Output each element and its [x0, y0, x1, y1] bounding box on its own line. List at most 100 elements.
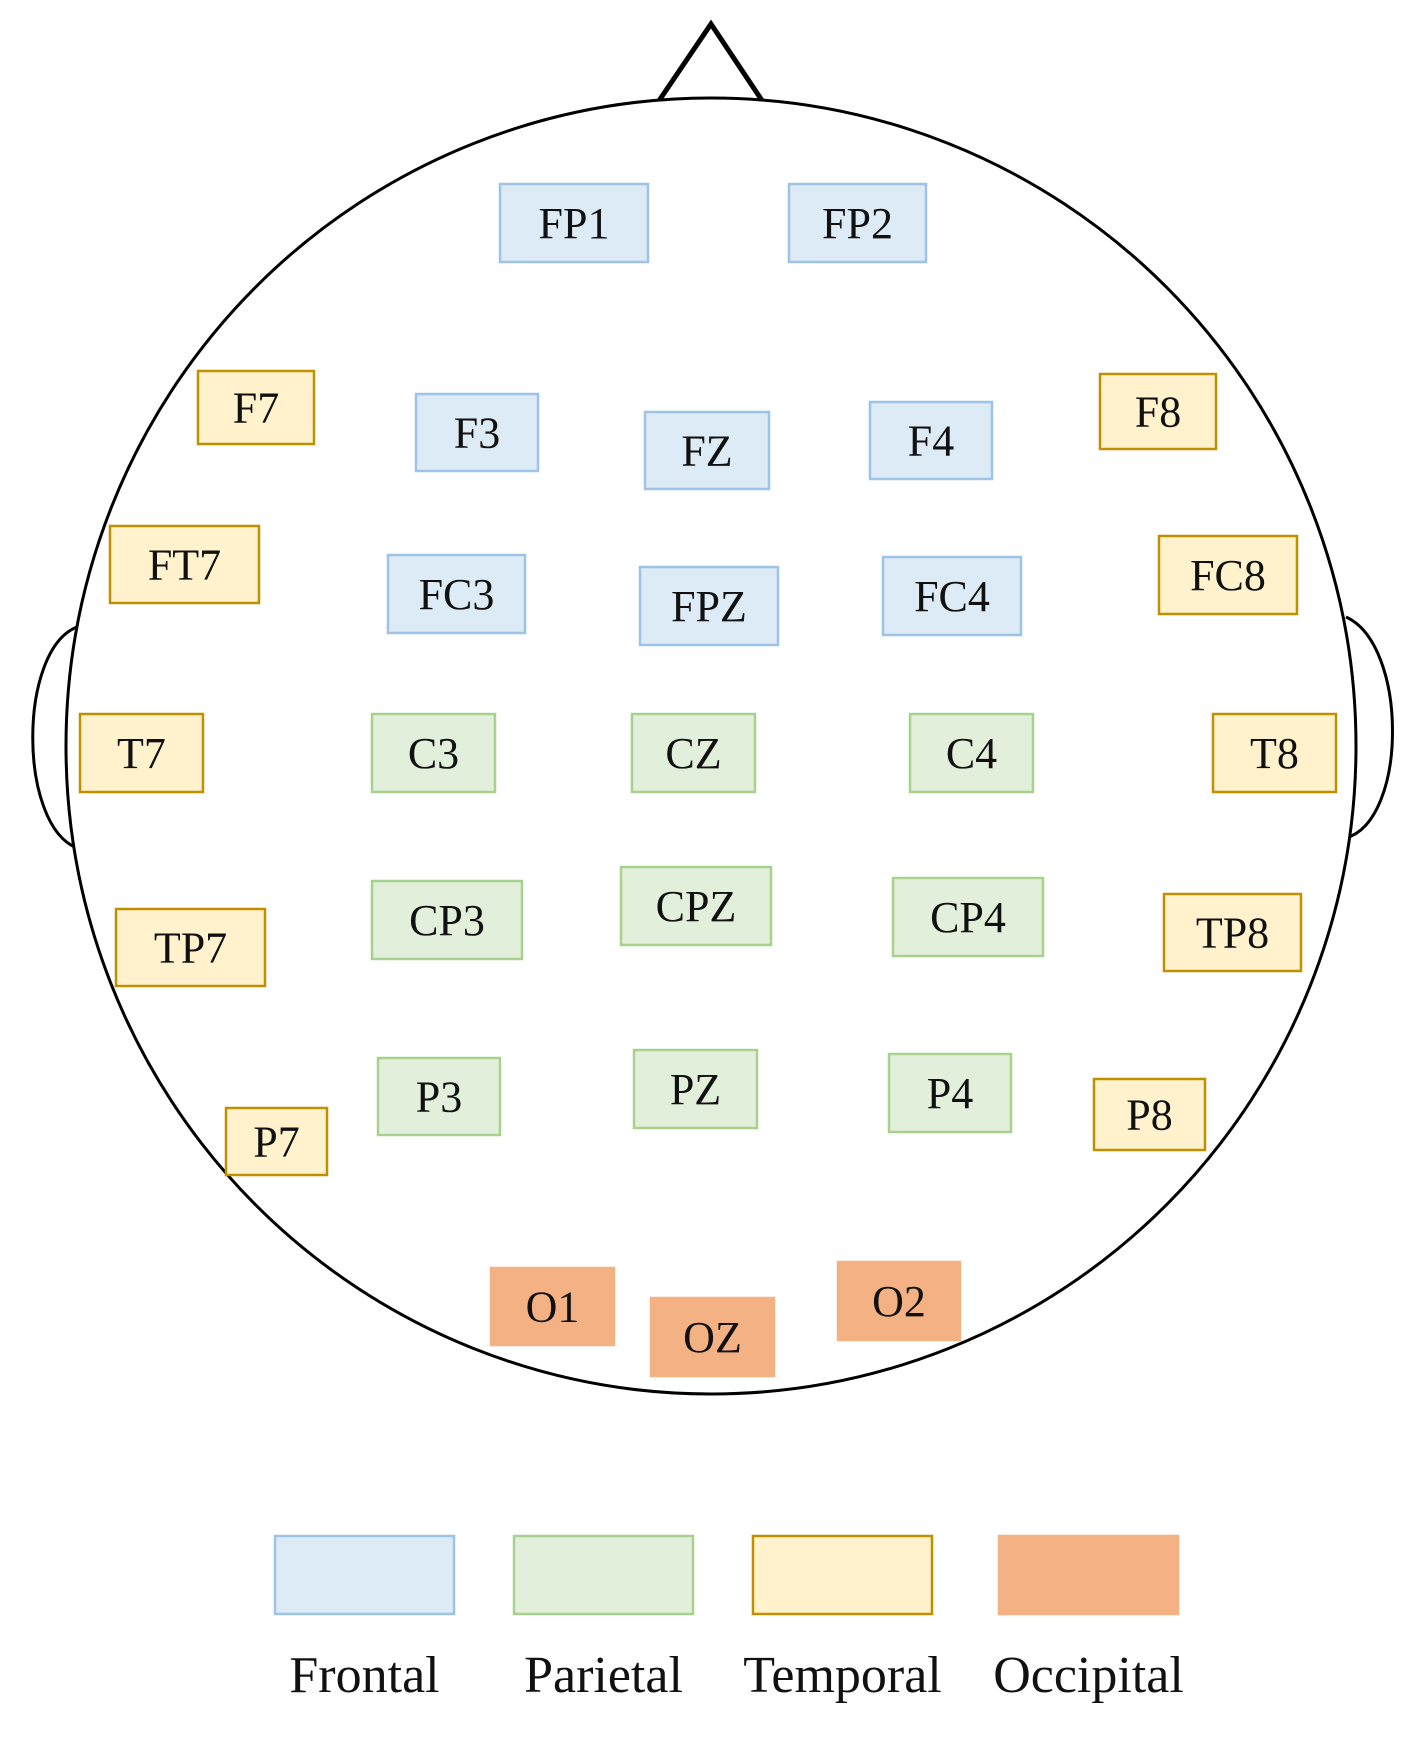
left-ear [31, 625, 78, 850]
electrode-label: FP2 [822, 199, 893, 248]
electrode-fpz: FPZ [638, 565, 780, 647]
electrode-fz: FZ [643, 410, 771, 491]
electrode-box [630, 712, 757, 794]
legend-swatch [512, 1534, 695, 1616]
electrode-label: F8 [1135, 388, 1181, 437]
legend-label: Temporal [743, 1647, 942, 1704]
legend-item-temporal: Temporal [743, 1534, 942, 1704]
electrode-t8: T8 [1211, 712, 1338, 794]
electrode-box [619, 865, 773, 947]
legend-label: Occipital [993, 1647, 1184, 1704]
electrode-label: P3 [416, 1073, 462, 1122]
electrode-box [1098, 372, 1218, 451]
electrode-box [908, 712, 1035, 794]
electrode-box [114, 907, 267, 988]
electrode-box [1162, 892, 1303, 973]
electrode-label: FT7 [148, 541, 221, 590]
electrode-label: PZ [670, 1065, 721, 1114]
legend-item-occipital: Occipital [993, 1534, 1184, 1704]
electrode-label: FP1 [539, 199, 610, 248]
electrode-box [638, 565, 780, 647]
electrode-p7: P7 [224, 1106, 329, 1177]
legend-label: Frontal [289, 1647, 439, 1704]
electrode-box [196, 369, 316, 446]
electrode-box [386, 553, 527, 635]
legend-item-parietal: Parietal [512, 1534, 695, 1704]
legend-swatch [997, 1534, 1180, 1616]
electrode-label: CZ [665, 729, 721, 778]
electrode-box [643, 410, 771, 491]
electrode-cz: CZ [630, 712, 757, 794]
electrode-cp4: CP4 [891, 876, 1045, 958]
electrode-box [891, 876, 1045, 958]
electrode-label: P8 [1126, 1091, 1172, 1140]
electrode-box [370, 879, 524, 961]
electrode-oz: OZ [649, 1296, 776, 1378]
electrode-label: FPZ [671, 582, 747, 631]
electrode-cpz: CPZ [619, 865, 773, 947]
electrode-label: FC4 [914, 572, 990, 621]
electrode-p4: P4 [887, 1052, 1013, 1134]
electrode-label: P4 [927, 1069, 973, 1118]
electrode-t7: T7 [78, 712, 205, 794]
electrode-box [868, 400, 994, 481]
electrode-box [414, 392, 540, 473]
electrode-label: F4 [908, 417, 954, 466]
electrode-o1: O1 [489, 1266, 616, 1347]
electrode-fc3: FC3 [386, 553, 527, 635]
electrode-label: F7 [233, 384, 279, 433]
electrode-fp1: FP1 [498, 182, 650, 264]
electrode-fp2: FP2 [787, 182, 928, 264]
electrode-tp8: TP8 [1162, 892, 1303, 973]
electrode-label: FC8 [1190, 551, 1266, 600]
electrode-label: C4 [946, 729, 997, 778]
electrode-label: C3 [408, 729, 459, 778]
electrode-label: TP7 [154, 924, 227, 973]
electrode-p3: P3 [376, 1056, 502, 1137]
electrode-c3: C3 [370, 712, 497, 794]
legend-swatch [751, 1534, 934, 1616]
electrode-tp7: TP7 [114, 907, 267, 988]
electrode-box [881, 555, 1023, 637]
electrode-box [489, 1266, 616, 1347]
electrode-f3: F3 [414, 392, 540, 473]
electrode-box [108, 524, 261, 605]
right-ear [1345, 615, 1394, 840]
electrode-label: T8 [1250, 729, 1299, 778]
electrode-box [376, 1056, 502, 1137]
electrode-c4: C4 [908, 712, 1035, 794]
electrode-ft7: FT7 [108, 524, 261, 605]
electrode-label: FC3 [419, 570, 495, 619]
electrode-box [787, 182, 928, 264]
electrode-box [836, 1260, 962, 1342]
nose [647, 19, 774, 116]
electrode-box [887, 1052, 1013, 1134]
electrode-label: O1 [526, 1283, 580, 1332]
electrode-label: TP8 [1196, 909, 1269, 958]
head-outline [31, 19, 1394, 1396]
electrode-box [649, 1296, 776, 1378]
electrode-f7: F7 [196, 369, 316, 446]
electrode-fc4: FC4 [881, 555, 1023, 637]
electrode-label: T7 [117, 729, 166, 778]
electrode-label: FZ [681, 427, 732, 476]
electrode-box [632, 1048, 759, 1130]
electrode-o2: O2 [836, 1260, 962, 1342]
electrode-label: OZ [683, 1313, 742, 1362]
electrode-box [224, 1106, 329, 1177]
legend-swatch [273, 1534, 456, 1616]
electrode-cp3: CP3 [370, 879, 524, 961]
electrode-box [78, 712, 205, 794]
electrode-label: CP4 [930, 893, 1006, 942]
electrode-fc8: FC8 [1157, 534, 1299, 616]
legend-item-frontal: Frontal [273, 1534, 456, 1704]
electrode-box [498, 182, 650, 264]
electrode-label: CPZ [656, 882, 737, 931]
electrode-label: F3 [454, 409, 500, 458]
electrode-box [370, 712, 497, 794]
electrode-box [1211, 712, 1338, 794]
electrode-pz: PZ [632, 1048, 759, 1130]
